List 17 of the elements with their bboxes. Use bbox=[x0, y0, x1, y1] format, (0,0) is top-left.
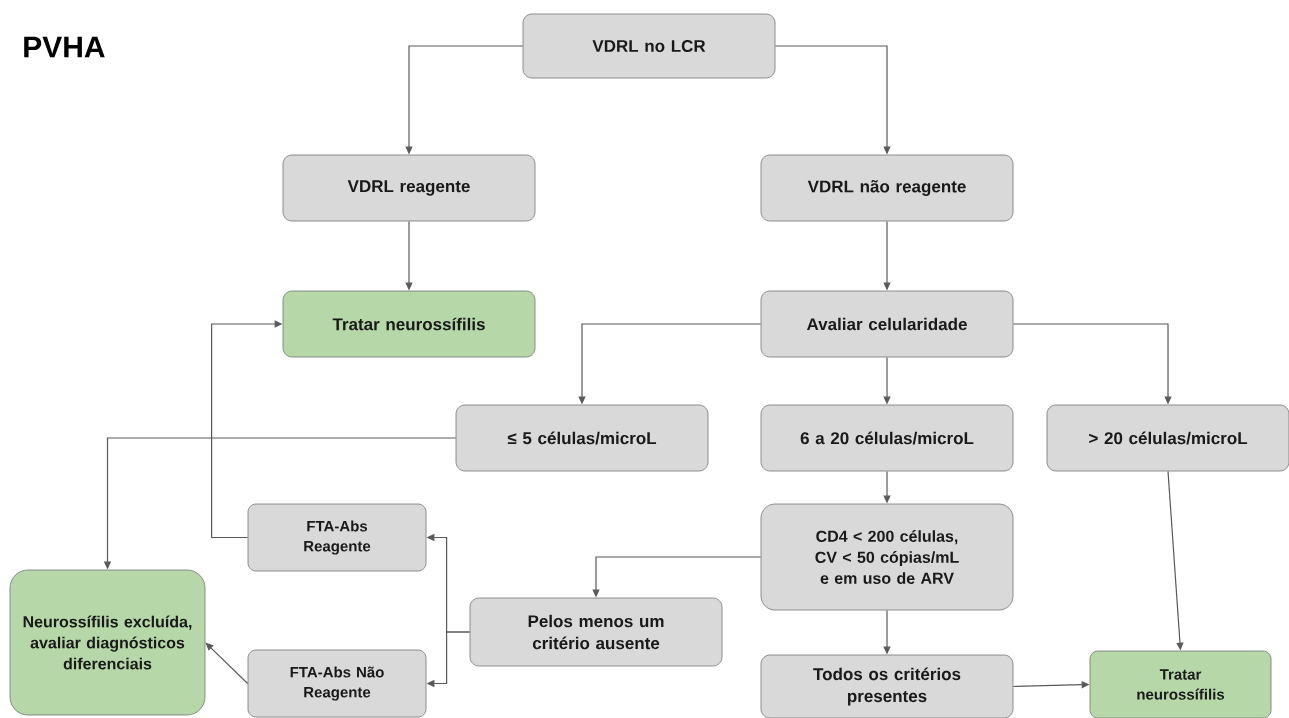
process-box: 6 a 20 células/microL bbox=[760, 404, 1014, 472]
arrow bbox=[205, 642, 249, 685]
result-box: Tratar neurossífilis bbox=[1089, 650, 1272, 718]
process-box: VDRL reagente bbox=[282, 154, 536, 222]
process-box: ≤ 5 células/microL bbox=[455, 404, 709, 472]
process-box: FTA-Abs Reagente bbox=[247, 503, 427, 572]
process-box: > 20 células/microL bbox=[1046, 404, 1289, 472]
result-box: Tratar neurossífilis bbox=[282, 290, 536, 358]
process-box: Pelos menos um critério ausente bbox=[469, 597, 723, 667]
result-box: Neurossífilis excluída, avaliar diagnósticos diferenciais bbox=[9, 569, 206, 716]
title: PVHA bbox=[24, 36, 105, 58]
process-box: Todos os critérios presentes bbox=[760, 654, 1014, 718]
process-box: VDRL no LCR bbox=[522, 13, 776, 79]
process-box: Avaliar celularidade bbox=[760, 290, 1014, 358]
process-box: FTA-Abs Não Reagente bbox=[247, 649, 427, 718]
process-box: VDRL não reagente bbox=[760, 154, 1014, 222]
process-box: CD4 < 200 células, CV < 50 cópias/mL e em uso de ARV bbox=[760, 503, 1014, 611]
